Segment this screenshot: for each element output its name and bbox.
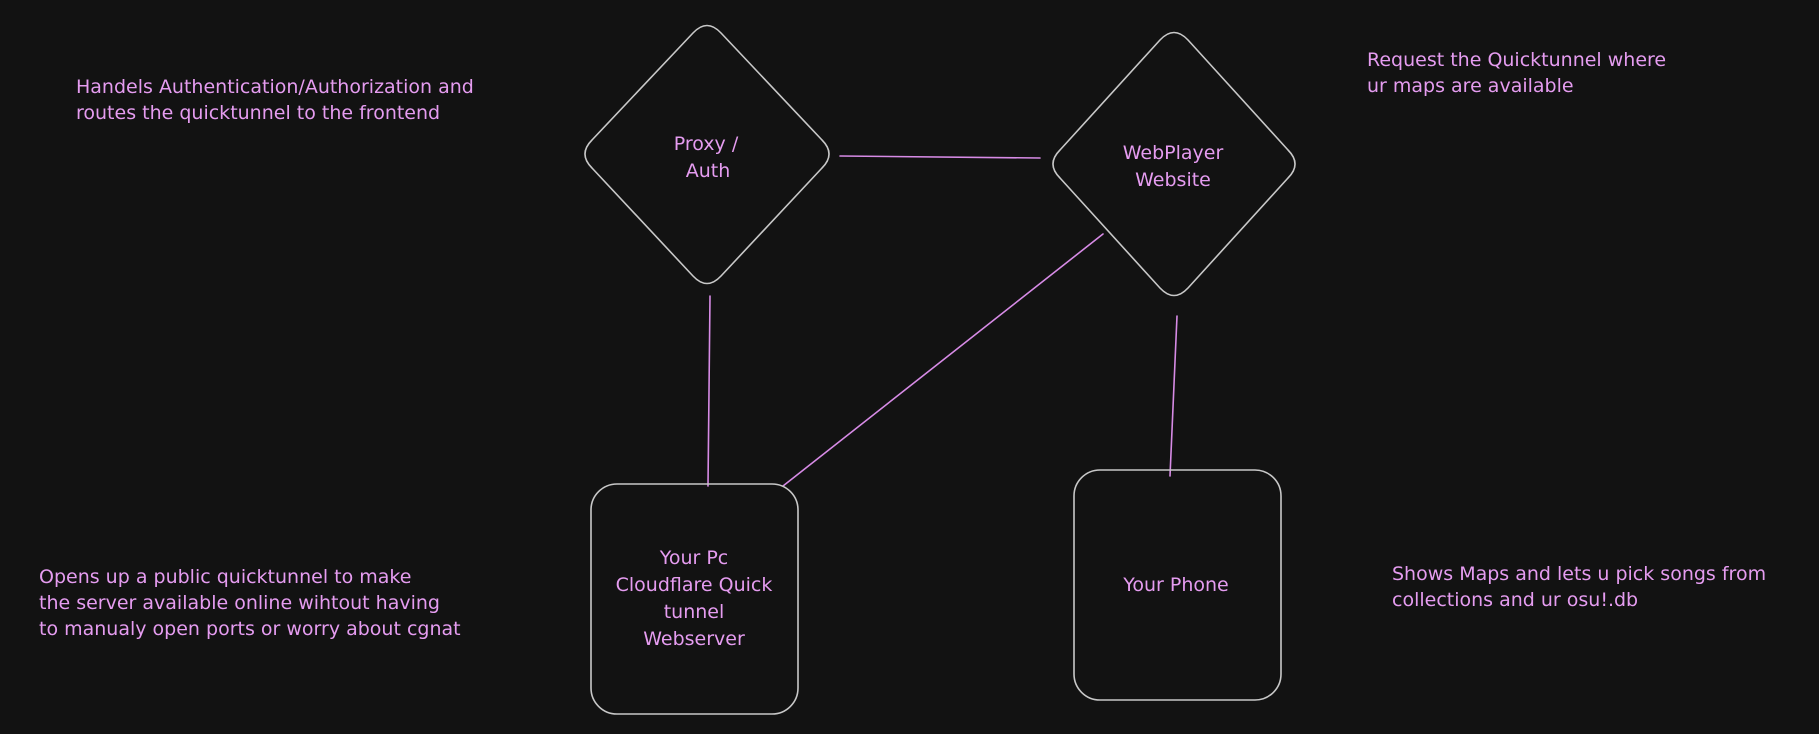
note-tunnel-line-2: the server available online wihtout havi… xyxy=(39,592,440,614)
pc-label-line-2: Cloudflare Quick xyxy=(616,574,773,596)
note-phone-features: Shows Maps and lets u pick songs from co… xyxy=(1392,561,1766,613)
note-tunnel-line-1: Opens up a public quicktunnel to make xyxy=(39,566,412,588)
webplayer-diamond-shape xyxy=(1052,31,1296,297)
node-proxy-auth[interactable]: Proxy / Auth xyxy=(584,24,830,285)
webplayer-label-line-2: Website xyxy=(1135,169,1211,191)
note-auth-line-2: routes the quicktunnel to the frontend xyxy=(76,102,441,124)
note-phone-line-2: collections and ur osu!.db xyxy=(1392,589,1639,611)
pc-label-line-1: Your Pc xyxy=(659,547,729,569)
webplayer-label-line-1: WebPlayer xyxy=(1123,142,1224,164)
note-tunnel-line-3: to manualy open ports or worry about cgn… xyxy=(39,618,461,640)
note-webplayer-request: Request the Quicktunnel where ur maps ar… xyxy=(1367,47,1666,99)
proxy-diamond-shape xyxy=(584,24,830,285)
pc-label-line-4: Webserver xyxy=(643,628,745,650)
phone-label-line-1: Your Phone xyxy=(1122,574,1228,596)
node-your-phone[interactable]: Your Phone xyxy=(1073,469,1282,701)
edge-webplayer-pc xyxy=(782,233,1104,487)
phone-box-shape xyxy=(1073,469,1282,701)
pc-label-line-3: tunnel xyxy=(664,601,725,623)
note-phone-line-1: Shows Maps and lets u pick songs from xyxy=(1392,563,1767,585)
edge-proxy-webplayer xyxy=(839,155,1041,159)
proxy-label-line-2: Auth xyxy=(686,160,731,182)
pc-box-shape xyxy=(590,483,799,715)
note-pc-tunnel: Opens up a public quicktunnel to make th… xyxy=(39,564,461,642)
note-request-line-1: Request the Quicktunnel where xyxy=(1367,49,1667,71)
edge-proxy-pc xyxy=(707,295,711,487)
edge-webplayer-phone xyxy=(1169,315,1178,477)
note-request-line-2: ur maps are available xyxy=(1367,75,1574,97)
node-your-pc[interactable]: Your Pc Cloudflare Quick tunnel Webserve… xyxy=(590,483,799,715)
note-proxy-auth: Handels Authentication/Authorization and… xyxy=(76,74,474,126)
node-webplayer-website[interactable]: WebPlayer Website xyxy=(1052,31,1296,297)
proxy-label-line-1: Proxy / xyxy=(674,133,739,155)
note-auth-line-1: Handels Authentication/Authorization and xyxy=(76,76,474,98)
